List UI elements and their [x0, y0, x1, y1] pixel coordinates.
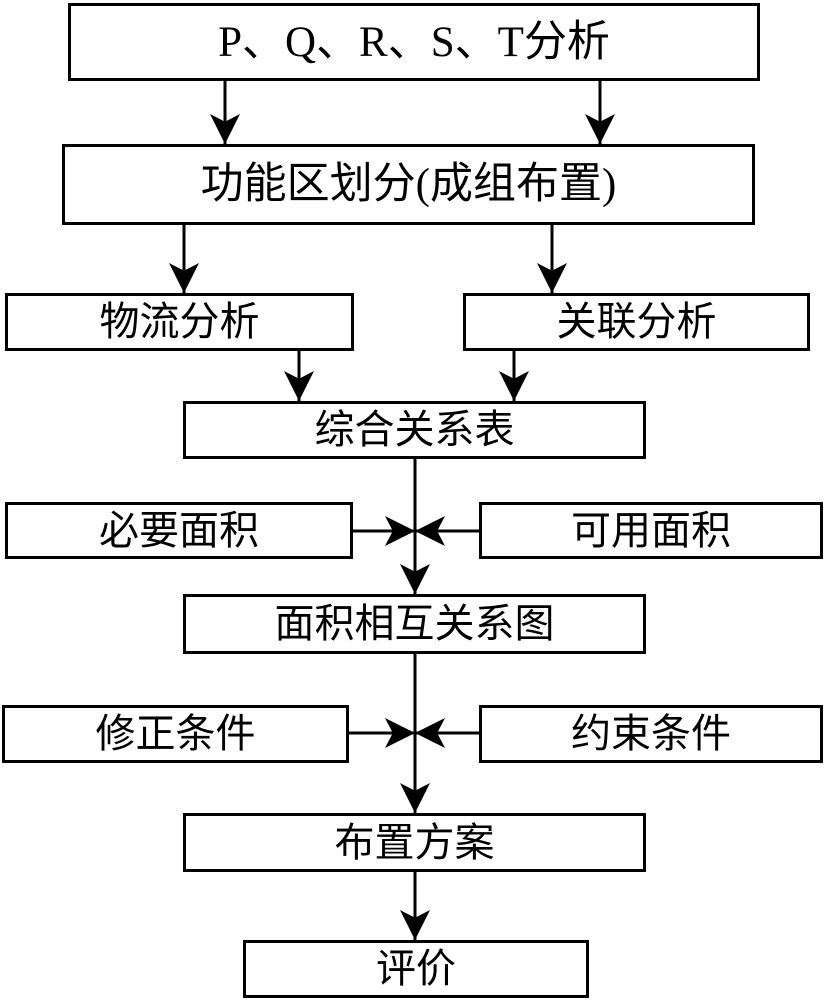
node-comprehensive-relation-table: 综合关系表 — [183, 401, 646, 459]
node-constraint-conditions: 约束条件 — [479, 705, 823, 763]
node-pqrst-analysis: P、Q、R、S、T分析 — [68, 3, 760, 81]
node-area-interrelation-diagram: 面积相互关系图 — [183, 594, 646, 654]
node-layout-plan: 布置方案 — [183, 813, 646, 872]
node-logistics-analysis: 物流分析 — [5, 293, 354, 351]
node-correction-conditions: 修正条件 — [2, 705, 349, 763]
node-evaluation: 评价 — [243, 940, 589, 998]
node-required-area: 必要面积 — [5, 502, 353, 559]
node-available-area: 可用面积 — [479, 502, 823, 559]
node-functional-zone-division: 功能区划分(成组布置) — [62, 144, 755, 225]
node-relation-analysis: 关联分析 — [463, 293, 810, 351]
